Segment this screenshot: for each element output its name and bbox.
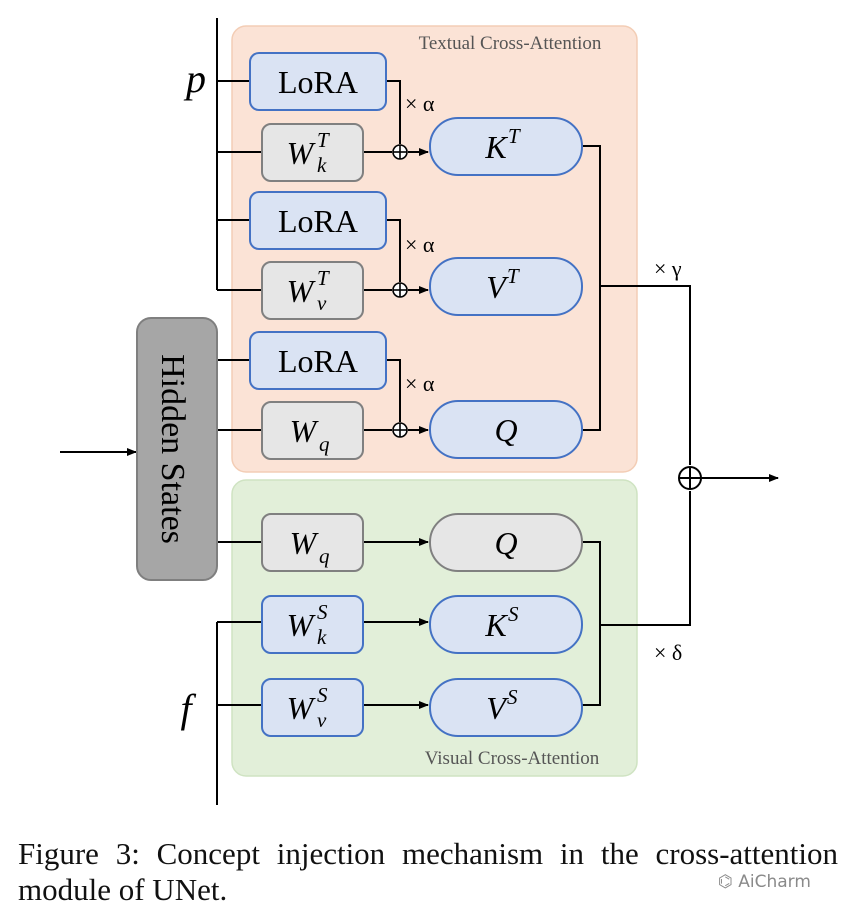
hidden-states-block: Hidden States — [136, 317, 218, 581]
visual-region-label: Visual Cross-Attention — [425, 748, 600, 769]
k-text-block: K T — [429, 117, 583, 176]
k-base: K — [484, 129, 508, 165]
weight-superscript: T — [317, 266, 330, 290]
k-visual-block: K S — [429, 595, 583, 654]
add-operator-k — [392, 144, 408, 160]
wv-text-block: W T v — [261, 261, 364, 320]
cross-attention-diagram: Textual Cross-Attention Visual Cross-Att… — [60, 18, 779, 805]
svg-text:W: W — [287, 690, 317, 726]
weight-superscript: S — [317, 683, 328, 707]
svg-text:q: q — [319, 544, 330, 568]
svg-text:k: k — [317, 153, 327, 177]
svg-text:V: V — [486, 269, 509, 305]
connection-lines — [60, 18, 779, 805]
svg-text:Q: Q — [494, 525, 517, 561]
weight-superscript: S — [317, 600, 328, 624]
weight-base: W — [287, 135, 317, 171]
add-operator-output — [678, 466, 702, 490]
alpha-scale-label: × α — [405, 232, 435, 257]
svg-text:K: K — [484, 129, 508, 165]
watermark: ⌬ AiCharm — [718, 872, 811, 892]
svg-text:T: T — [507, 264, 520, 288]
weight-superscript: T — [317, 128, 330, 152]
weight-subscript: v — [317, 291, 327, 315]
alpha-scale-label: × α — [405, 91, 435, 116]
wv-visual-block: W S v — [261, 678, 364, 737]
svg-text:W: W — [290, 413, 320, 449]
lora-block-q: LoRA — [249, 331, 387, 390]
textual-region-label: Textual Cross-Attention — [419, 33, 602, 54]
svg-text:T: T — [317, 128, 330, 152]
svg-text:W: W — [287, 135, 317, 171]
lora-block-k: LoRA — [249, 52, 387, 111]
v-base: V — [486, 690, 509, 726]
svg-text:K: K — [484, 607, 508, 643]
v-text-block: V T — [429, 257, 583, 316]
k-superscript: T — [508, 124, 521, 148]
k-base: K — [484, 607, 508, 643]
svg-text:S: S — [507, 685, 518, 709]
weight-subscript: k — [317, 153, 327, 177]
watermark-text: AiCharm — [738, 872, 811, 892]
svg-text:S: S — [317, 600, 328, 624]
svg-text:W: W — [287, 607, 317, 643]
svg-text:Q: Q — [494, 412, 517, 448]
feature-input-label: f — [180, 686, 196, 731]
weight-subscript: v — [317, 708, 327, 732]
prompt-input-label: p — [183, 56, 206, 101]
lora-block-v: LoRA — [249, 191, 387, 250]
weight-subscript: q — [319, 544, 330, 568]
wk-visual-block: W S k — [261, 595, 364, 654]
weight-base: W — [287, 273, 317, 309]
wq-text-block: W q — [261, 401, 364, 460]
q-visual-block: Q — [429, 513, 583, 572]
lora-label: LoRA — [278, 64, 358, 100]
lora-label: LoRA — [278, 203, 358, 239]
weight-base: W — [290, 525, 320, 561]
svg-text:W: W — [290, 525, 320, 561]
hidden-states-label: Hidden States — [154, 354, 191, 544]
q-text-block: Q — [429, 400, 583, 459]
svg-text:S: S — [317, 683, 328, 707]
add-operator-v — [392, 282, 408, 298]
svg-text:v: v — [317, 708, 327, 732]
weight-subscript: k — [317, 625, 327, 649]
v-superscript: S — [507, 685, 518, 709]
svg-text:S: S — [508, 602, 519, 626]
wq-visual-block: W q — [261, 513, 364, 572]
svg-text:V: V — [486, 690, 509, 726]
svg-text:q: q — [319, 432, 330, 456]
v-superscript: T — [507, 264, 520, 288]
delta-scale-label: × δ — [654, 640, 682, 665]
weight-subscript: q — [319, 432, 330, 456]
weight-base: W — [287, 607, 317, 643]
wk-text-block: W T k — [261, 123, 364, 182]
svg-text:k: k — [317, 625, 327, 649]
weight-base: W — [287, 690, 317, 726]
q-base: Q — [494, 412, 517, 448]
q-base: Q — [494, 525, 517, 561]
gamma-scale-label: × γ — [654, 256, 682, 281]
v-base: V — [486, 269, 509, 305]
add-operator-q — [392, 422, 408, 438]
svg-text:T: T — [317, 266, 330, 290]
v-visual-block: V S — [429, 678, 583, 737]
svg-text:v: v — [317, 291, 327, 315]
lora-label: LoRA — [278, 343, 358, 379]
svg-text:W: W — [287, 273, 317, 309]
wechat-icon: ⌬ — [718, 872, 733, 892]
weight-base: W — [290, 413, 320, 449]
figure-caption: Figure 3: Concept injection mechanism in… — [18, 836, 838, 907]
alpha-scale-label: × α — [405, 371, 435, 396]
svg-text:T: T — [508, 124, 521, 148]
k-superscript: S — [508, 602, 519, 626]
